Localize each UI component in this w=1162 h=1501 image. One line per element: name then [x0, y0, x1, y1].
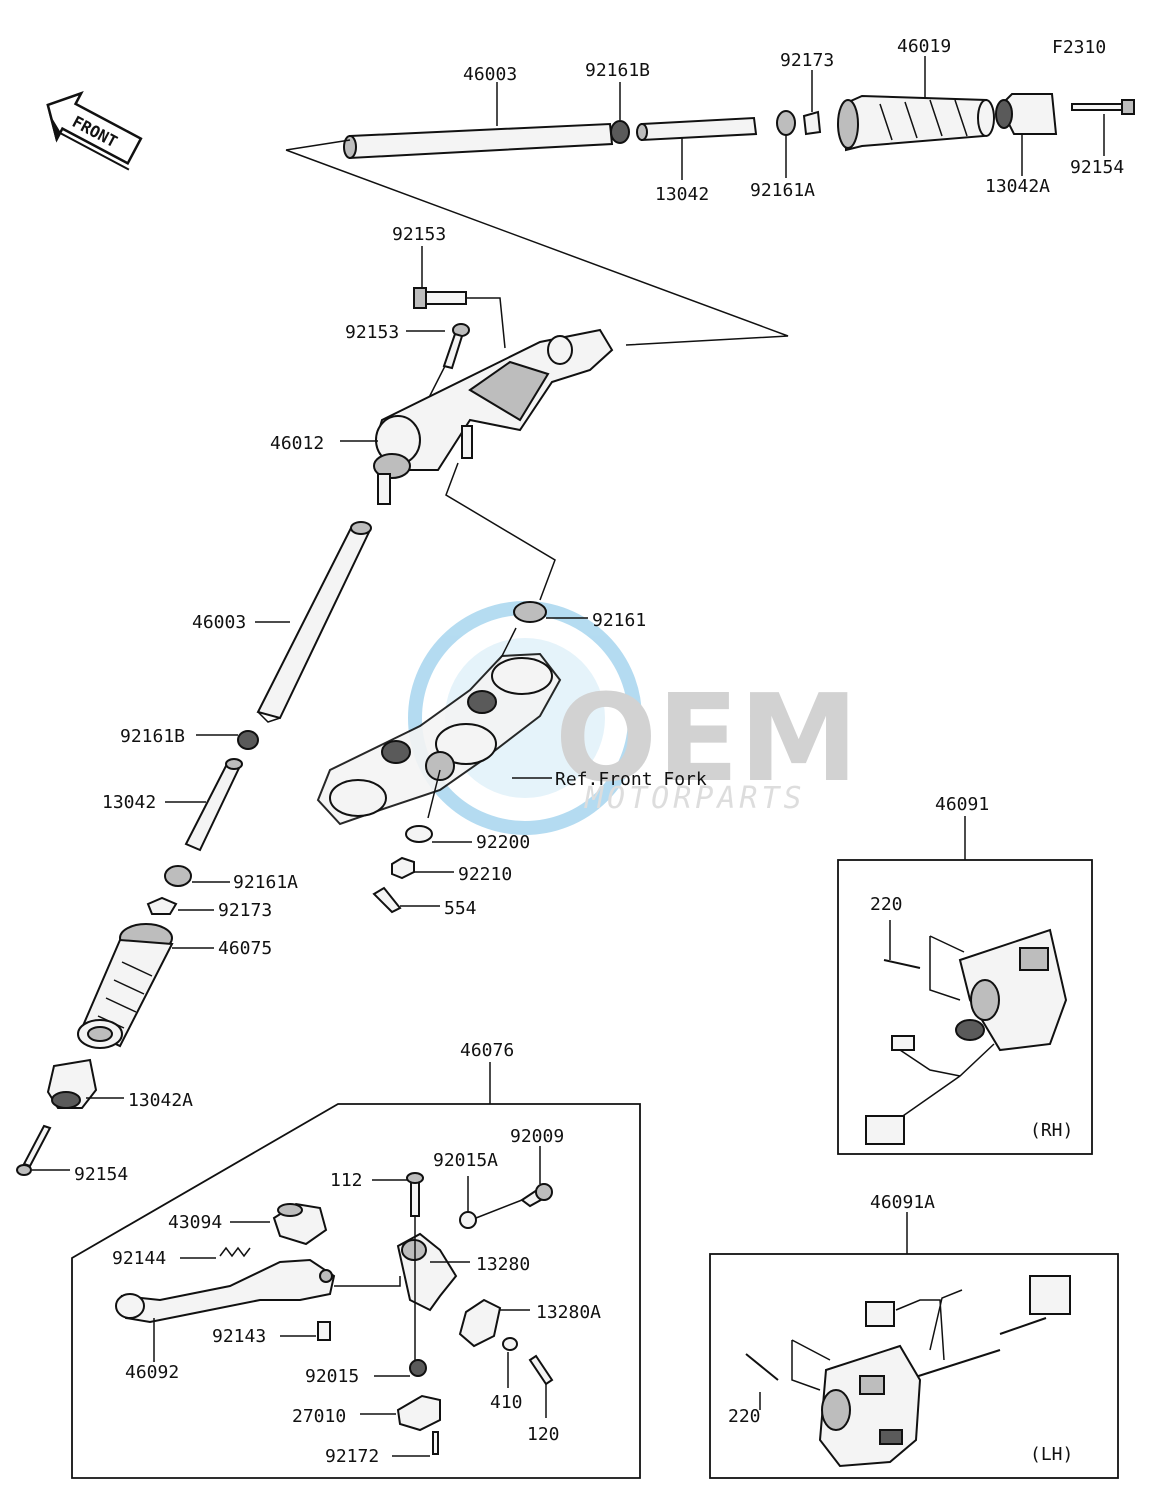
clip-92173-top [802, 110, 822, 136]
label-220-rh: 220 [870, 894, 903, 915]
bolt-92154-left [22, 1124, 52, 1168]
label-43094: 43094 [168, 1212, 222, 1233]
washer-410 [502, 1337, 518, 1351]
label-92015: 92015 [305, 1366, 359, 1387]
label-13042a-left: 13042A [128, 1090, 193, 1111]
spring-92144 [219, 1246, 251, 1258]
label-46019: 46019 [897, 36, 951, 57]
label-92144: 92144 [112, 1248, 166, 1269]
label-92200: 92200 [476, 832, 530, 853]
grip-46019 [837, 94, 995, 152]
bolt-92154-top [1071, 99, 1135, 115]
switch-27010 [396, 1394, 441, 1432]
clip-92173-left [146, 896, 178, 915]
label-92173-left: 92173 [218, 900, 272, 921]
label-92153-b: 92153 [345, 322, 399, 343]
label-92173-top: 92173 [780, 50, 834, 71]
clamp-13280a [458, 1298, 502, 1348]
handlebar-clamp-46012: 92153 92153 46012 [270, 224, 614, 601]
watermark-tagline: MOTORPARTS [584, 781, 806, 816]
rh-switch-panel: 46091 220 (RH) [837, 794, 1093, 1155]
label-lh: (LH) [1030, 1444, 1073, 1465]
left-exploded-column: 46003 92161B 13042 92161A 92173 46075 [16, 521, 372, 1185]
label-92154-left: 92154 [74, 1164, 128, 1185]
top-exploded-row: 46003 92161B 92173 46019 13042 92161A 13… [285, 36, 1135, 346]
label-92161a-top: 92161A [750, 180, 815, 201]
label-27010: 27010 [292, 1406, 346, 1427]
label-92161b-top: 92161B [585, 60, 650, 81]
label-92161b-left: 92161B [120, 726, 185, 747]
label-554: 554 [444, 898, 477, 919]
clutch-lever-46092 [120, 1258, 336, 1324]
handlebar-tube-top [343, 122, 614, 160]
diagram-id: F2310 [1052, 37, 1106, 58]
nut-92015 [409, 1359, 427, 1377]
front-arrow-icon: FRONT [46, 91, 143, 171]
spacer-92161a-left [164, 865, 192, 887]
label-92143: 92143 [212, 1326, 266, 1347]
label-92154-top: 92154 [1070, 157, 1124, 178]
label-13042a-top: 13042A [985, 176, 1050, 197]
bolt-92153-a [421, 291, 467, 305]
label-92161: 92161 [592, 610, 646, 631]
grip-46075 [77, 923, 174, 1049]
nut-92161b-left [237, 730, 259, 750]
spacer-92161a-top [776, 110, 796, 136]
label-92161a-left: 92161A [233, 872, 298, 893]
label-120: 120 [527, 1424, 560, 1445]
reference-note: Ref.Front Fork [555, 769, 707, 790]
screw-92172 [432, 1431, 439, 1455]
nut-92210 [391, 856, 415, 880]
bar-end-13042a-left [46, 1058, 98, 1109]
lh-switch-panel: 46091A 220 (LH) [709, 1192, 1119, 1479]
label-rh: (RH) [1030, 1120, 1073, 1141]
label-13280: 13280 [476, 1254, 530, 1275]
label-13280a: 13280A [536, 1302, 601, 1323]
label-13042-top: 13042 [655, 184, 709, 205]
label-92015a: 92015A [433, 1150, 498, 1171]
label-46092: 46092 [125, 1362, 179, 1383]
label-46075: 46075 [218, 938, 272, 959]
label-46003-left: 46003 [192, 612, 246, 633]
washer-92200 [405, 825, 433, 843]
label-112: 112 [330, 1170, 363, 1191]
label-410: 410 [490, 1392, 523, 1413]
watermark-logo: OEM [555, 670, 858, 809]
label-220-lh: 220 [728, 1406, 761, 1427]
label-46091a: 46091A [870, 1192, 935, 1213]
nut-92161b-top [610, 120, 630, 144]
triple-clamp: 92161 Ref.Front Fork 92200 92210 554 [316, 601, 707, 919]
weight-13042-top [636, 116, 758, 142]
pin-92143 [317, 1321, 331, 1341]
clutch-lever-panel: 46076 92009 92015A 112 13280 13280A 4309… [71, 1040, 641, 1479]
cotter-pin-554 [372, 886, 402, 914]
label-92153-a: 92153 [392, 224, 446, 245]
screw-120 [528, 1354, 554, 1386]
label-13042-left: 13042 [102, 792, 156, 813]
label-92210: 92210 [458, 864, 512, 885]
label-46012: 46012 [270, 433, 324, 454]
label-46003-top: 46003 [463, 64, 517, 85]
label-92009: 92009 [510, 1126, 564, 1147]
label-92172: 92172 [325, 1446, 379, 1467]
label-46091: 46091 [935, 794, 989, 815]
weight-13042-left [184, 760, 242, 852]
washer-92015a [459, 1211, 477, 1229]
washer-92161 [513, 601, 547, 623]
label-46076: 46076 [460, 1040, 514, 1061]
bar-end-13042a-top [995, 93, 1058, 135]
